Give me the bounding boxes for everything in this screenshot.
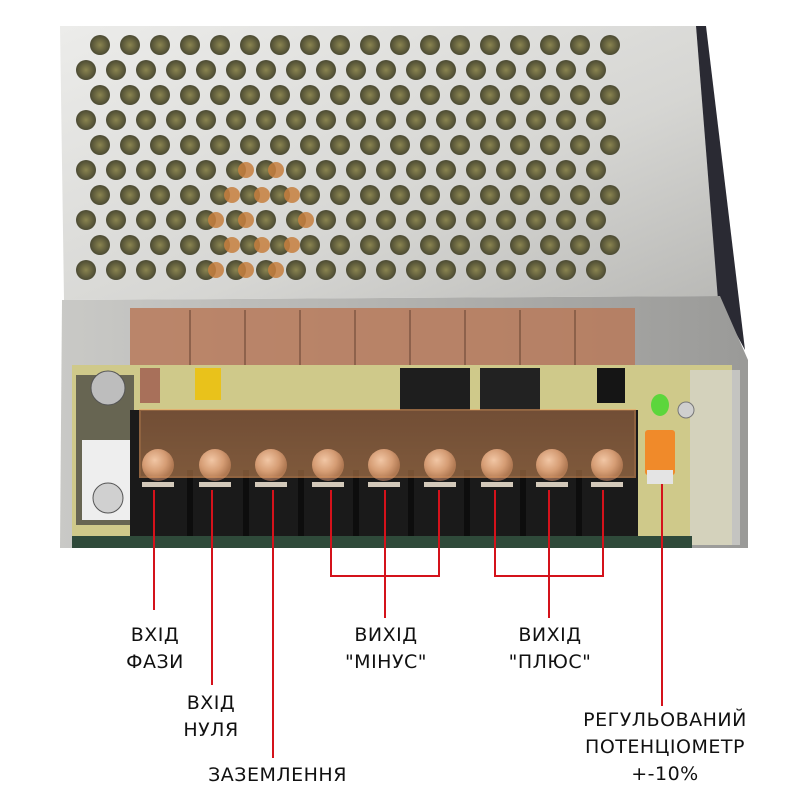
label-output-plus-line1: ВИХІД bbox=[518, 624, 582, 646]
label-output-minus-line1: ВИХІД bbox=[354, 624, 418, 646]
mounting-screw-icon bbox=[92, 482, 124, 514]
label-phase-input-line2: ФАЗИ bbox=[126, 651, 184, 673]
label-neutral-input-line2: НУЛЯ bbox=[183, 719, 239, 741]
label-output-plus-line2: "ПЛЮС" bbox=[508, 651, 592, 673]
label-neutral-input: ВХІД НУЛЯ bbox=[166, 690, 256, 744]
label-phase-input-line1: ВХІД bbox=[130, 624, 180, 646]
label-output-minus: ВИХІД "МІНУС" bbox=[330, 622, 442, 676]
label-output-plus: ВИХІД "ПЛЮС" bbox=[494, 622, 606, 676]
label-ground: ЗАЗЕМЛЕННЯ bbox=[190, 762, 365, 789]
label-neutral-input-line1: ВХІД bbox=[186, 692, 236, 714]
perforated-case-top bbox=[60, 26, 745, 350]
label-potentiometer-line2: ПОТЕНЦІОМЕТР bbox=[585, 736, 745, 758]
label-potentiometer-line1: РЕГУЛЬОВАНИЙ bbox=[583, 709, 747, 731]
label-potentiometer-line3: +-10% bbox=[631, 763, 699, 785]
mounting-screw-icon bbox=[90, 370, 126, 406]
potentiometer-icon bbox=[645, 430, 675, 475]
label-output-minus-line2: "МІНУС" bbox=[344, 651, 428, 673]
power-supply-photo bbox=[60, 26, 748, 548]
label-ground-line1: ЗАЗЕМЛЕННЯ bbox=[208, 764, 347, 786]
label-potentiometer: РЕГУЛЬОВАНИЙ ПОТЕНЦІОМЕТР +-10% bbox=[560, 707, 770, 788]
label-phase-input: ВХІД ФАЗИ bbox=[110, 622, 200, 676]
terminal-block bbox=[130, 409, 638, 538]
led-icon bbox=[651, 394, 669, 416]
